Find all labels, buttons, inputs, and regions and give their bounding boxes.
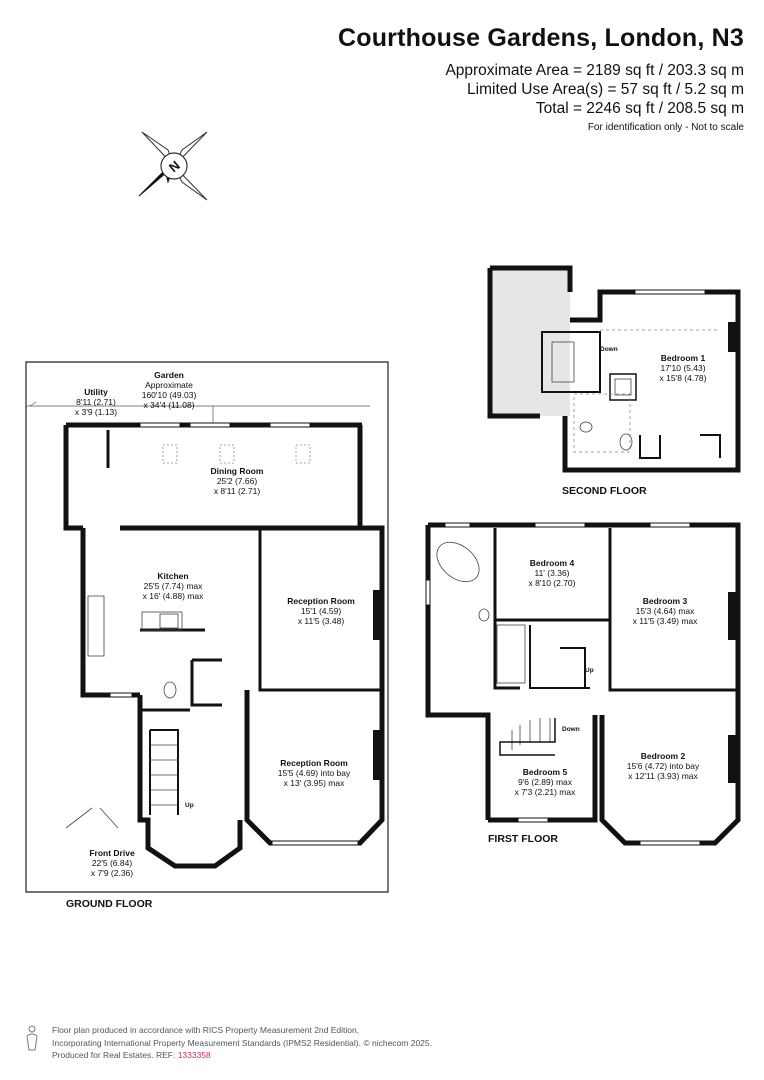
reception-room-2-name: Reception Room bbox=[280, 758, 348, 768]
footer-line-3: Produced for Real Estates. REF: 1333358 bbox=[52, 1049, 432, 1062]
dining-room-name: Dining Room bbox=[211, 466, 264, 476]
ground-stairs-up-label: Up bbox=[185, 802, 194, 809]
second-floor-label: SECOND FLOOR bbox=[562, 485, 647, 497]
footer-produced-for: Produced for Real Estates. REF: bbox=[52, 1050, 176, 1060]
front-drive-line2: x 7'9 (2.36) bbox=[91, 868, 133, 878]
first-floor-label: FIRST FLOOR bbox=[488, 833, 558, 845]
reception-room-1-line2: x 11'5 (3.48) bbox=[298, 616, 345, 626]
bedroom-2-line1: 15'6 (4.72) into bay bbox=[627, 761, 700, 771]
bedroom-4-line2: x 8'10 (2.70) bbox=[529, 578, 576, 588]
bedroom-1-name: Bedroom 1 bbox=[661, 353, 706, 363]
second-stairs-down-label: Down bbox=[600, 346, 618, 353]
total-area: Total = 2246 sq ft / 208.5 sq m bbox=[535, 100, 744, 117]
bedroom-1-line1: 17'10 (5.43) bbox=[660, 363, 705, 373]
kitchen-line2: x 16' (4.88) max bbox=[143, 591, 204, 601]
bedroom-3-line1: 15'3 (4.64) max bbox=[636, 606, 696, 616]
kitchen-line1: 25'5 (7.74) max bbox=[144, 581, 204, 591]
first-stairs-up-label: Up bbox=[585, 667, 594, 674]
limited-use-area: Limited Use Area(s) = 57 sq ft / 5.2 sq … bbox=[467, 81, 744, 98]
person-icon bbox=[26, 1025, 38, 1051]
footer-line-1: Floor plan produced in accordance with R… bbox=[52, 1025, 360, 1035]
dining-room-line2: x 8'11 (2.71) bbox=[214, 486, 261, 496]
front-drive-line1: 22'5 (6.84) bbox=[92, 858, 133, 868]
front-drive-name: Front Drive bbox=[89, 848, 135, 858]
bedroom-5-name: Bedroom 5 bbox=[523, 767, 568, 777]
garden-name: Garden bbox=[154, 370, 184, 380]
footer-notes: Floor plan produced in accordance with R… bbox=[52, 1024, 432, 1062]
bedroom-1-line2: x 15'8 (4.78) bbox=[660, 373, 707, 383]
first-floor-plan bbox=[425, 522, 741, 846]
ground-floor-label: GROUND FLOOR bbox=[66, 898, 153, 910]
bedroom-2-name: Bedroom 2 bbox=[641, 751, 686, 761]
reception-room-2-line2: x 13' (3.95) max bbox=[284, 778, 345, 788]
garden-line3: x 34'4 (11.08) bbox=[143, 400, 194, 410]
compass-icon: N bbox=[138, 131, 208, 201]
bedroom-5-line1: 9'6 (2.89) max bbox=[518, 777, 573, 787]
bedroom-3-line2: x 11'5 (3.49) max bbox=[633, 616, 699, 626]
reception-room-1-line1: 15'1 (4.59) bbox=[301, 606, 342, 616]
footer-line-2: Incorporating International Property Mea… bbox=[52, 1037, 432, 1048]
garden-line1: Approximate bbox=[145, 380, 193, 390]
utility-line1: 8'11 (2.71) bbox=[76, 397, 116, 407]
approximate-area: Approximate Area = 2189 sq ft / 203.3 sq… bbox=[445, 62, 744, 79]
bedroom-3-name: Bedroom 3 bbox=[643, 596, 688, 606]
second-floor-plan bbox=[487, 265, 741, 473]
bedroom-2-line2: x 12'11 (3.93) max bbox=[628, 771, 698, 781]
utility-line2: x 3'9 (1.13) bbox=[75, 407, 117, 417]
reference-number: 1333358 bbox=[177, 1050, 211, 1060]
utility-name: Utility bbox=[84, 387, 108, 397]
dining-room-line1: 25'2 (7.66) bbox=[217, 476, 258, 486]
reception-room-1-name: Reception Room bbox=[287, 596, 355, 606]
bedroom-5-line2: x 7'3 (2.21) max bbox=[515, 787, 576, 797]
plan-title: Courthouse Gardens, London, N3 bbox=[337, 24, 744, 52]
first-stairs-down-label: Down bbox=[562, 726, 580, 733]
bedroom-4-line1: 11' (3.36) bbox=[534, 568, 569, 578]
garden-line2: 160'10 (49.03) bbox=[142, 390, 197, 400]
identification-note: For identification only - Not to scale bbox=[587, 122, 744, 133]
kitchen-name: Kitchen bbox=[157, 571, 188, 581]
ground-floor-plan bbox=[25, 361, 389, 893]
bedroom-4-name: Bedroom 4 bbox=[530, 558, 575, 568]
reception-room-2-line1: 15'5 (4.69) into bay bbox=[278, 768, 351, 778]
